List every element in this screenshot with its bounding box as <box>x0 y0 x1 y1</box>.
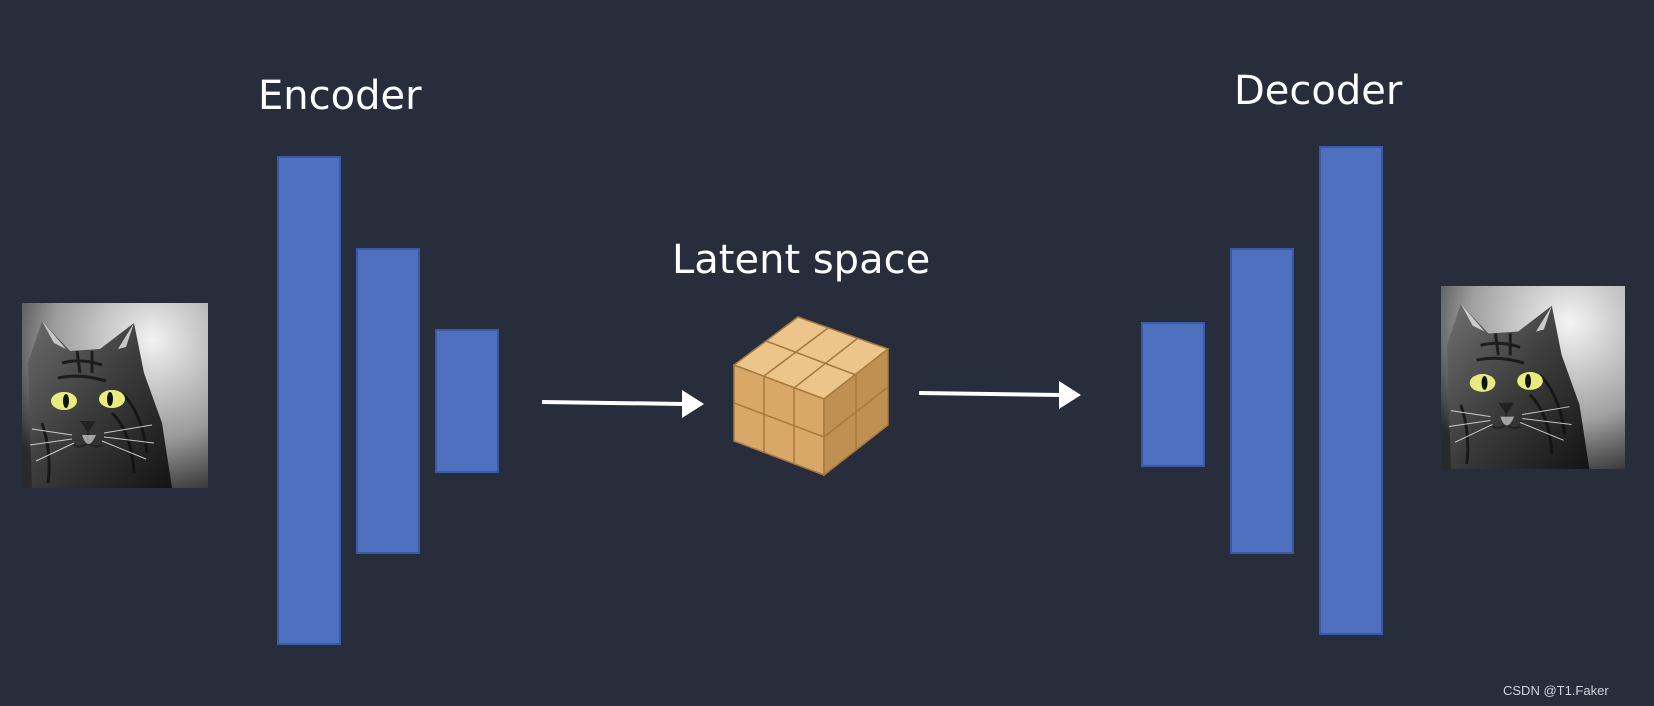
encoder-layer-1 <box>277 156 341 645</box>
watermark: CSDN @T1.Faker <box>1503 683 1609 698</box>
latent-space-label: Latent space <box>672 237 931 283</box>
decoder-label: Decoder <box>1234 68 1403 114</box>
decoder-layer-2 <box>1230 248 1294 554</box>
cat-photo-icon <box>22 303 208 488</box>
arrow-right-icon <box>541 390 704 418</box>
decoder-layer-1 <box>1141 322 1205 467</box>
decoder-layer-3 <box>1319 146 1383 635</box>
encoder-label: Encoder <box>258 73 422 119</box>
cube-grid-icon <box>732 316 890 477</box>
encoder-layer-2 <box>356 248 420 554</box>
arrow-right-icon <box>918 381 1081 409</box>
input-image <box>22 303 208 488</box>
output-image <box>1441 285 1625 470</box>
encoder-layer-3 <box>435 329 499 473</box>
cat-photo-icon <box>1441 285 1625 470</box>
